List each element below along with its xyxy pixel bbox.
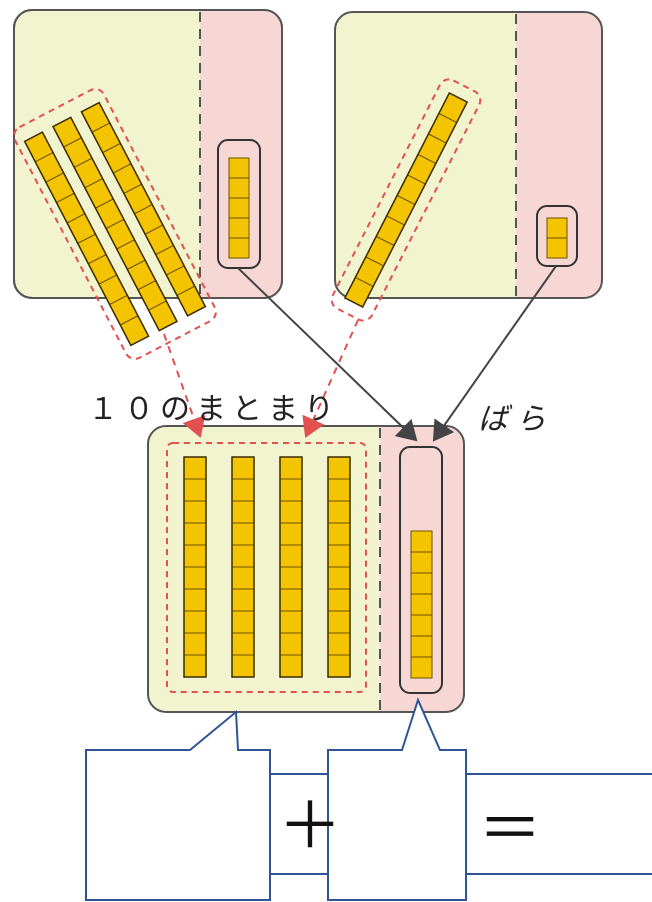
unit-cube (231, 456, 255, 480)
unit-cube (231, 610, 255, 634)
unit-cube (231, 478, 255, 502)
unit-cube (183, 654, 207, 678)
unit-cube (327, 654, 351, 678)
unit-cube (546, 217, 568, 239)
unit-cube (183, 478, 207, 502)
arrow-tens-right (302, 319, 359, 438)
unit-cube (228, 197, 250, 219)
unit-cube (279, 566, 303, 590)
unit-cube (183, 610, 207, 634)
unit-cube (183, 522, 207, 546)
ones-cubes-top-left (228, 157, 250, 259)
ten-rod (231, 456, 255, 678)
ten-rod (183, 456, 207, 678)
tens-rods-top-right (343, 91, 469, 309)
unit-cube (546, 237, 568, 259)
ones-group-label: ばら (478, 402, 554, 437)
ten-rod (52, 116, 178, 332)
unit-cube (327, 632, 351, 656)
unit-cube (327, 544, 351, 568)
unit-cube (183, 456, 207, 480)
unit-cube (231, 566, 255, 590)
unit-cube (327, 456, 351, 480)
unit-cube (279, 610, 303, 634)
ten-rod (80, 101, 207, 317)
ones-frame-result (399, 446, 443, 694)
unit-cube (410, 572, 433, 595)
unit-cube (410, 614, 433, 637)
unit-cube (228, 177, 250, 199)
equals-sign: ＝ (478, 793, 542, 867)
arrow-ones-left (237, 267, 418, 442)
unit-cube (279, 456, 303, 480)
unit-cube (183, 544, 207, 568)
unit-cube (327, 566, 351, 590)
unit-cube (228, 217, 250, 239)
unit-cube (279, 632, 303, 656)
ones-cubes-top-right (546, 217, 568, 259)
unit-cube (410, 635, 433, 658)
unit-cube (231, 544, 255, 568)
dashed-group-result (166, 442, 367, 693)
dashed-group-top-right (330, 78, 482, 322)
tens-rods-top-left (23, 101, 207, 347)
tens-rods-result (183, 456, 351, 678)
unit-cube (279, 500, 303, 524)
unit-cube (231, 588, 255, 612)
unit-cube (228, 157, 250, 179)
unit-cube (228, 237, 250, 259)
answer-box-ones[interactable] (327, 697, 467, 901)
unit-cube (183, 588, 207, 612)
ten-rod (343, 91, 469, 309)
unit-cube (327, 478, 351, 502)
ones-cubes-result (410, 530, 433, 679)
unit-cube (327, 522, 351, 546)
unit-cube (279, 654, 303, 678)
unit-cube (410, 530, 433, 553)
unit-cube (279, 478, 303, 502)
arrow-ones-right (432, 265, 557, 442)
unit-cube (231, 500, 255, 524)
dashed-group-top-left (13, 88, 217, 360)
unit-cube (183, 500, 207, 524)
unit-cube (279, 544, 303, 568)
unit-cube (410, 593, 433, 616)
equation-area (85, 697, 652, 901)
unit-cube (410, 551, 433, 574)
arrow-tens-left (163, 333, 206, 438)
ten-rod (23, 131, 150, 347)
unit-cube (279, 522, 303, 546)
plus-sign: ＋ (278, 790, 342, 864)
unit-cube (327, 610, 351, 634)
answer-box-tens[interactable] (85, 709, 271, 901)
unit-cube (279, 588, 303, 612)
ten-rod (327, 456, 351, 678)
ones-frame-top-right (536, 205, 578, 267)
unit-cube (231, 654, 255, 678)
unit-cube (231, 632, 255, 656)
unit-cube (231, 522, 255, 546)
unit-cube (327, 588, 351, 612)
unit-cube (327, 500, 351, 524)
unit-cube (410, 656, 433, 679)
tens-group-label: １０のまとまり (88, 392, 340, 427)
unit-cube (183, 566, 207, 590)
ten-rod (279, 456, 303, 678)
unit-cube (183, 632, 207, 656)
